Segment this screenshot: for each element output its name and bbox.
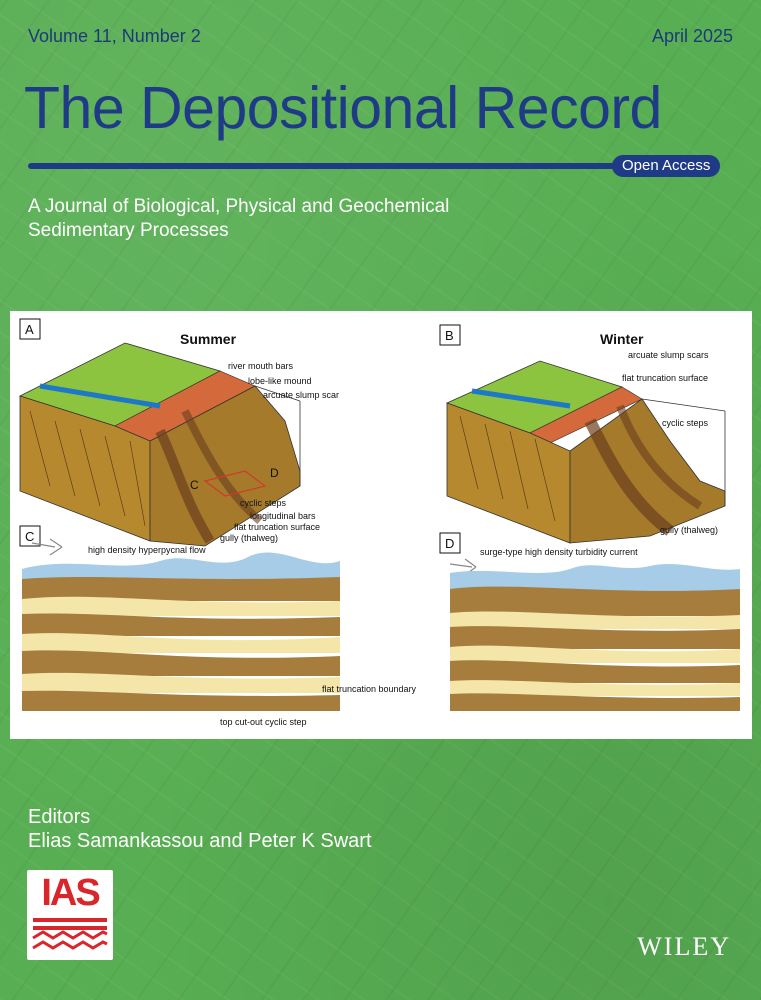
panel-c-box: [19, 525, 41, 547]
label-flat-truncation-surface-a: flat truncation surface: [234, 522, 320, 532]
label-turbidity-current: surge-type high density turbidity curren…: [480, 547, 638, 557]
journal-subtitle: A Journal of Biological, Physical and Ge…: [28, 196, 450, 241]
cover-figure: A Summer river mouth bars lobe-like moun…: [10, 311, 752, 739]
label-lobe-like-mound: lobe-like mound: [248, 376, 312, 386]
panel-a-letter: A: [25, 322, 34, 337]
title-rule: [28, 163, 618, 169]
panel-d-box: [439, 532, 461, 554]
panel-d-letter: D: [445, 536, 454, 551]
summer-cross-section: [22, 538, 340, 711]
label-gully-thalweg-a: gully (thalweg): [220, 533, 278, 543]
label-arcuate-slump-scars: arcuate slump scars: [628, 350, 709, 360]
label-top-cut-out-cyclic-step: top cut-out cyclic step: [220, 717, 307, 727]
ias-logo-graphic: [32, 918, 108, 950]
publisher-logo: WILEY: [637, 932, 731, 961]
label-cyclic-steps-b: cyclic steps: [662, 418, 709, 428]
label-flat-truncation-surface-b: flat truncation surface: [622, 373, 708, 383]
panel-b-title: Winter: [600, 331, 644, 347]
label-cyclic-steps-a: cyclic steps: [240, 498, 287, 508]
label-longitudinal-bars: longitudinal bars: [250, 511, 316, 521]
inset-c-marker: C: [190, 478, 199, 492]
label-gully-thalweg-b: gully (thalweg): [660, 525, 718, 535]
panel-c-letter: C: [25, 529, 34, 544]
journal-title: The Depositional Record: [24, 75, 662, 141]
volume-issue: Volume 11, Number 2: [28, 26, 201, 46]
winter-block: [445, 360, 726, 544]
editors-heading: Editors: [28, 806, 91, 828]
ias-logo-text: IAS: [41, 872, 100, 914]
open-access-badge: Open Access: [612, 155, 721, 177]
label-river-mouth-bars: river mouth bars: [228, 361, 294, 371]
label-arcuate-slump-scar: arcuate slump scar: [263, 390, 339, 400]
issue-date: April 2025: [651, 26, 733, 46]
label-flat-truncation-boundary: flat truncation boundary: [322, 684, 417, 694]
panel-b-letter: B: [445, 328, 454, 343]
figure-illustration: A Summer river mouth bars lobe-like moun…: [18, 318, 740, 727]
editors-names: Elias Samankassou and Peter K Swart: [28, 830, 372, 852]
label-hyperpycnal-flow: high density hyperpycnal flow: [88, 545, 206, 555]
inset-d-marker: D: [270, 466, 279, 480]
ias-logo: IAS: [27, 870, 113, 960]
winter-cross-section: [449, 558, 740, 711]
panel-b-box: [439, 324, 461, 346]
panel-a-box: [19, 318, 41, 340]
summer-block: [18, 342, 301, 547]
panel-a-title: Summer: [180, 331, 237, 347]
